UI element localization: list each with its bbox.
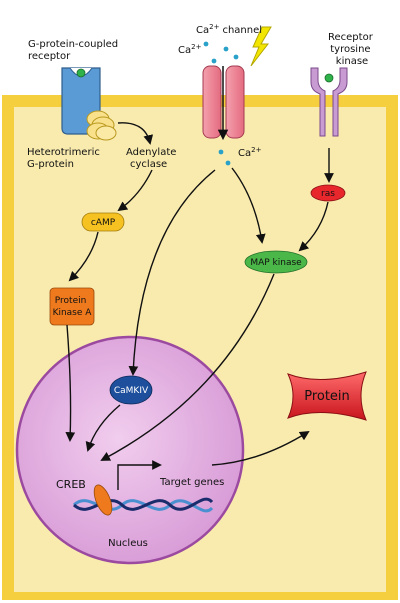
map-kinase-label: MAP kinase [250, 258, 302, 268]
creb-label: CREB [56, 478, 86, 491]
calcium-ion-icon [203, 41, 239, 166]
g-protein-label: Heterotrimeric G-protein [27, 147, 103, 170]
creb [93, 484, 113, 516]
receptor-tyrosine-kinase [310, 67, 348, 137]
protein-label: Protein [304, 389, 350, 404]
pathway-arrows [65, 122, 334, 490]
ras [310, 184, 346, 202]
adenylate-cyclase-label: Adenylate cyclase [126, 147, 180, 170]
camkiv-label: CaMKIV [114, 386, 149, 396]
camkiv [109, 375, 153, 405]
nucleus [15, 335, 245, 565]
g-protein [86, 110, 117, 141]
protein-kinase-a [49, 287, 95, 326]
gpcr-label: G-protein-coupled receptor [28, 39, 121, 62]
protein-product [287, 371, 367, 421]
camp-label: cAMP [91, 218, 116, 228]
calcium-channel [202, 65, 245, 141]
rtk-label: Receptor tyrosine kinase [328, 32, 376, 67]
nucleus-label: Nucleus [108, 538, 148, 549]
ras-label: ras [321, 189, 335, 199]
pka-label: Protein Kinase A [53, 296, 93, 318]
ca-inside-label: Ca2+ [238, 146, 262, 159]
target-genes-label: Target genes [159, 477, 224, 488]
camp [81, 212, 125, 232]
ca-outside-label: Ca2+ [178, 43, 202, 56]
map-kinase [244, 250, 308, 274]
lightning-bolt-icon [250, 26, 272, 67]
ca-channel-label: Ca2+channel [196, 23, 262, 36]
